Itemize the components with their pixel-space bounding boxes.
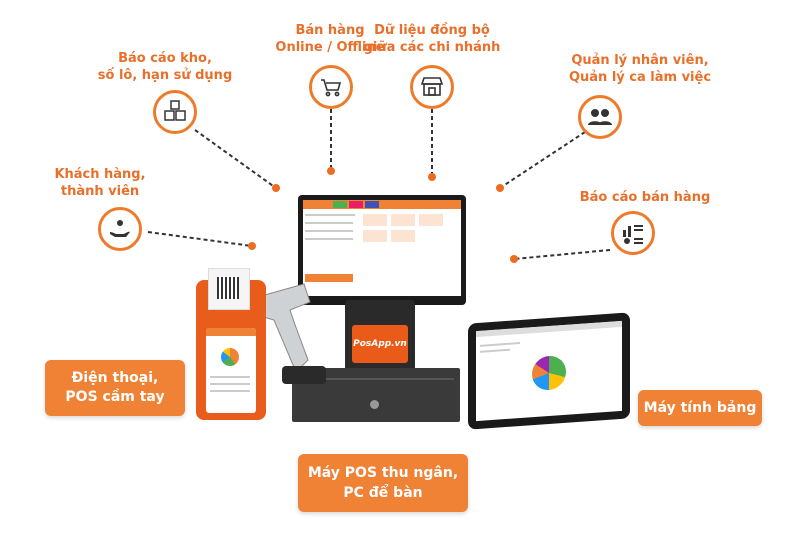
cart-icon bbox=[309, 65, 353, 109]
badge-mobile: Điện thoại, POS cầm tay bbox=[45, 360, 185, 416]
pos-screen bbox=[303, 200, 461, 296]
tablet bbox=[468, 312, 630, 430]
handheld-pos bbox=[196, 268, 266, 420]
users-icon bbox=[578, 95, 622, 139]
feature-staff-label: Quản lý nhân viên, Quản lý ca làm việc bbox=[568, 53, 712, 85]
handheld-screen bbox=[206, 328, 256, 413]
feature-sales-label: Bán hàng Online / Offline bbox=[275, 23, 385, 55]
connector-dot bbox=[248, 242, 256, 250]
pos-logo-panel: PosApp.vn bbox=[352, 325, 408, 363]
connector-dot bbox=[428, 173, 436, 181]
feature-sync-label: Dữ liệu đồng bộ giữa các chi nhánh bbox=[363, 23, 501, 55]
tablet-screen bbox=[476, 320, 622, 422]
boxes-icon bbox=[153, 90, 197, 134]
customer-hand-icon bbox=[98, 207, 142, 251]
connector-dot bbox=[496, 184, 504, 192]
badge-pos: Máy POS thu ngân, PC để bàn bbox=[298, 454, 468, 512]
store-icon bbox=[410, 65, 454, 109]
pos-monitor bbox=[298, 195, 466, 305]
barcode-scanner bbox=[253, 283, 326, 384]
receipt-paper bbox=[208, 268, 250, 310]
feature-inventory-label: Báo cáo kho, số lô, hạn sử dụng bbox=[97, 51, 233, 83]
connector-dot bbox=[272, 184, 280, 192]
badge-tablet: Máy tính bảng bbox=[638, 390, 762, 426]
connector-dot bbox=[510, 255, 518, 263]
connector-dot bbox=[327, 167, 335, 175]
feature-report-label: Báo cáo bán hàng bbox=[579, 190, 711, 205]
report-chart-icon bbox=[611, 211, 655, 255]
feature-customers-label: Khách hàng, thành viên bbox=[54, 167, 146, 199]
brand-logo: PosApp.vn bbox=[353, 339, 407, 349]
